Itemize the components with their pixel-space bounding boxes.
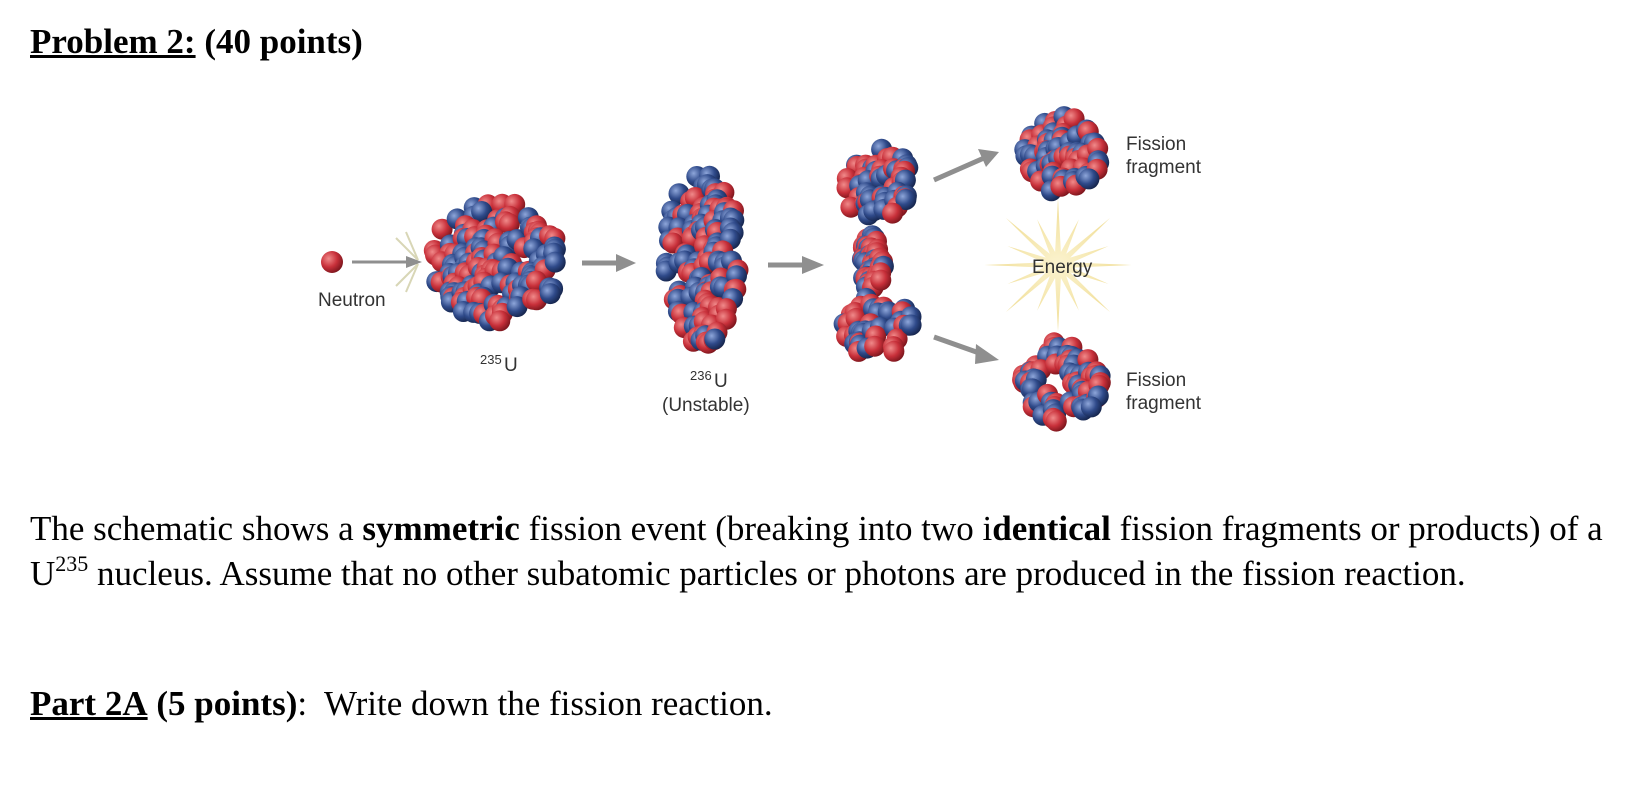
u235-symbol: U: [504, 355, 518, 376]
description-text-2: fission event (breaking into two i: [519, 509, 993, 548]
u235-mass-number: 235: [480, 352, 502, 367]
arrow-neutron-to-u235: [352, 256, 422, 268]
nucleon: [704, 328, 726, 350]
nucleon: [895, 189, 917, 210]
part-2a-label: Part 2A: [30, 684, 148, 723]
nucleon: [539, 283, 561, 305]
nucleon: [1078, 168, 1100, 190]
nucleon: [864, 335, 886, 357]
part-2a: Part 2A (5 points): Write down the fissi…: [30, 684, 773, 724]
nucleon: [1045, 410, 1067, 432]
problem-heading: Problem 2: (40 points): [30, 22, 363, 62]
arrow-u236-to-split: [768, 256, 824, 274]
nucleon: [544, 251, 566, 273]
nucleon: [489, 310, 511, 332]
fragment-top-label-line1: Fission: [1126, 134, 1186, 155]
description-bold-symmetric: symmetric: [362, 509, 520, 548]
fragment-bottom-label-line1: Fission: [1126, 370, 1186, 391]
problem-description: The schematic shows a symmetric fission …: [30, 506, 1620, 596]
arrow-to-top-fragment: [932, 149, 999, 183]
description-text-4: nucleus. Assume that no other subatomic …: [88, 554, 1466, 593]
neutron-particle: [321, 251, 343, 273]
part-2a-colon: :: [297, 684, 308, 723]
part-2a-points: (5 points): [156, 684, 298, 723]
u235-nucleus: [423, 193, 566, 332]
arrow-to-bottom-fragment: [933, 334, 999, 364]
nucleon: [882, 202, 904, 224]
nucleon: [1080, 396, 1102, 418]
nucleon: [870, 269, 892, 291]
description-bold-identical: dentical: [992, 509, 1111, 548]
problem-title: Problem 2:: [30, 22, 196, 61]
energy-burst-icon: [984, 198, 1132, 332]
neutron-label: Neutron: [318, 290, 386, 311]
u236-symbol: U: [714, 371, 728, 392]
problem-points: (40 points): [204, 22, 363, 61]
splitting-nucleus: [833, 138, 922, 362]
description-superscript: 235: [55, 551, 89, 576]
description-text-1: The schematic shows a: [30, 509, 363, 548]
fission-fragment-bottom: [1012, 332, 1111, 432]
u236-unstable-note: (Unstable): [662, 395, 750, 416]
fission-fragment-top: [1014, 106, 1110, 202]
nucleon: [506, 296, 528, 318]
arrow-u235-to-u236: [582, 254, 636, 272]
nucleon: [498, 213, 520, 235]
u236-mass-number: 236: [690, 368, 712, 383]
nucleon: [471, 201, 493, 222]
nucleon: [883, 340, 905, 362]
nucleon: [900, 314, 922, 336]
description-text-3: fission fragments or products) of a U: [30, 509, 1603, 593]
nucleon: [431, 218, 453, 240]
energy-label: Energy: [1032, 257, 1093, 278]
fragment-top-label-line2: fragment: [1126, 157, 1202, 178]
part-2a-prompt: Write down the fission reaction.: [307, 684, 773, 723]
u236-nucleus: [655, 165, 749, 354]
fission-schematic: Neutron: [318, 106, 1202, 432]
fragment-bottom-label-line2: fragment: [1126, 393, 1202, 414]
